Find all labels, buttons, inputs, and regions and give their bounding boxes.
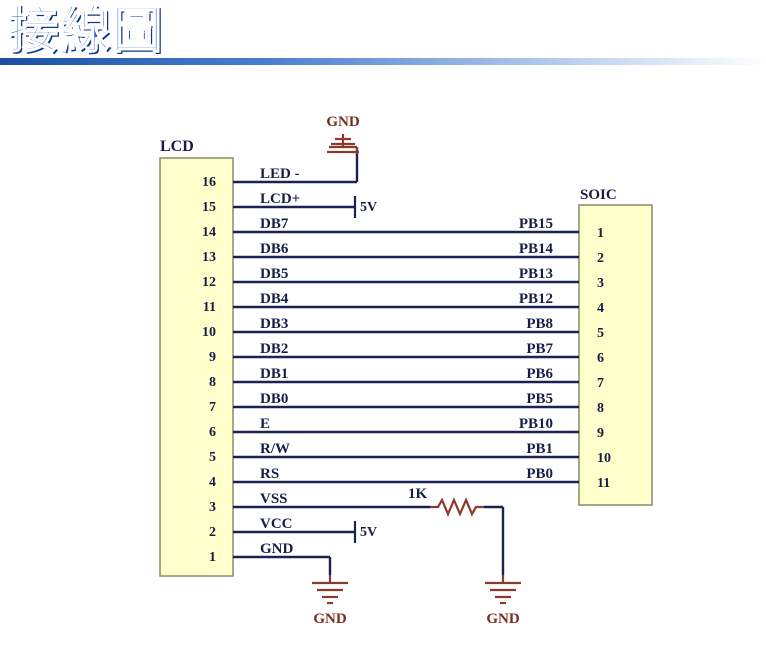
page-title: 接線圖 <box>7 1 164 59</box>
lcd-signal-label: DB2 <box>260 341 288 357</box>
lcd-signal-label: VSS <box>260 491 288 507</box>
soic-pin-number: 5 <box>597 326 604 341</box>
lcd-signal-label: DB1 <box>260 366 288 382</box>
lcd-signal-label: VCC <box>260 516 293 532</box>
lcd-signal-label: DB4 <box>260 291 289 307</box>
resistor-1k <box>430 497 484 517</box>
lcd-pin-number: 5 <box>209 450 216 465</box>
lcd-signal-label: GND <box>260 541 294 557</box>
soic-pin-number: 1 <box>597 226 604 241</box>
soic-pin-number: 8 <box>597 401 604 416</box>
ground-symbol-left <box>312 575 348 605</box>
soic-pin-number: 6 <box>597 351 604 366</box>
lcd-pin-number: 13 <box>202 250 216 265</box>
soic-pin-number: 2 <box>597 251 604 266</box>
soic-port-label: PB10 <box>519 416 553 432</box>
soic-port-label: PB0 <box>526 466 553 482</box>
gnd-label: GND <box>326 114 360 130</box>
lcd-pin-number: 8 <box>209 375 216 390</box>
vcc-label: 5V <box>360 525 377 540</box>
lcd-signal-label: DB3 <box>260 316 288 332</box>
lcd-signal-label: DB5 <box>260 266 288 282</box>
lcd-pin-number: 12 <box>202 275 216 290</box>
lcd-signal-label: RS <box>260 466 279 482</box>
lcd-signal-label: DB7 <box>260 216 289 232</box>
soic-pin-number: 9 <box>597 426 604 441</box>
lcd-signal-label: R/W <box>260 441 290 457</box>
soic-label: SOIC <box>580 187 617 203</box>
lcd-signal-label: DB0 <box>260 391 288 407</box>
lcd-pin-number: 2 <box>209 525 216 540</box>
soic-pin-number: 7 <box>597 376 604 391</box>
soic-port-label: PB15 <box>519 216 553 232</box>
gnd-label: GND <box>313 611 347 627</box>
title-bar: 接線圖 <box>0 0 766 70</box>
lcd-signal-label: LED - <box>260 166 300 182</box>
lcd-pin-number: 4 <box>209 475 216 490</box>
lcd-pin-number: 6 <box>209 425 216 440</box>
soic-port-label: PB6 <box>526 366 553 382</box>
soic-port-label: PB12 <box>519 291 553 307</box>
lcd-pin-number: 10 <box>202 325 216 340</box>
soic-port-label: PB5 <box>526 391 553 407</box>
soic-port-label: PB1 <box>526 441 553 457</box>
lcd-pin-number: 3 <box>209 500 216 515</box>
resistor-label: 1K <box>408 486 428 502</box>
lcd-pin-number: 1 <box>209 550 216 565</box>
soic-pin-number: 10 <box>597 451 611 466</box>
soic-pin-number: 4 <box>597 301 604 316</box>
lcd-pin-number: 9 <box>209 350 216 365</box>
lcd-pin-number: 14 <box>202 225 216 240</box>
lcd-module-body <box>159 157 234 577</box>
title-underline <box>0 58 766 65</box>
lcd-pin-number: 15 <box>202 200 216 215</box>
lcd-pin-number: 11 <box>203 300 216 315</box>
lcd-signal-label: DB6 <box>260 241 289 257</box>
lcd-pin-number: 7 <box>209 400 216 415</box>
soic-port-label: PB13 <box>519 266 553 282</box>
soic-pin-number: 3 <box>597 276 604 291</box>
lcd-pin-number: 16 <box>202 175 216 190</box>
ground-symbol-top <box>327 134 359 154</box>
soic-port-label: PB14 <box>519 241 554 257</box>
soic-chip-body <box>578 204 653 506</box>
soic-port-label: PB7 <box>526 341 553 357</box>
vcc-label: 5V <box>360 200 377 215</box>
soic-port-label: PB8 <box>526 316 553 332</box>
lcd-signal-label: LCD+ <box>260 191 300 207</box>
ground-symbol-right <box>485 575 521 605</box>
gnd-label: GND <box>486 611 520 627</box>
soic-pin-number: 11 <box>597 476 610 491</box>
lcd-signal-label: E <box>260 416 270 432</box>
lcd-label: LCD <box>160 138 194 155</box>
